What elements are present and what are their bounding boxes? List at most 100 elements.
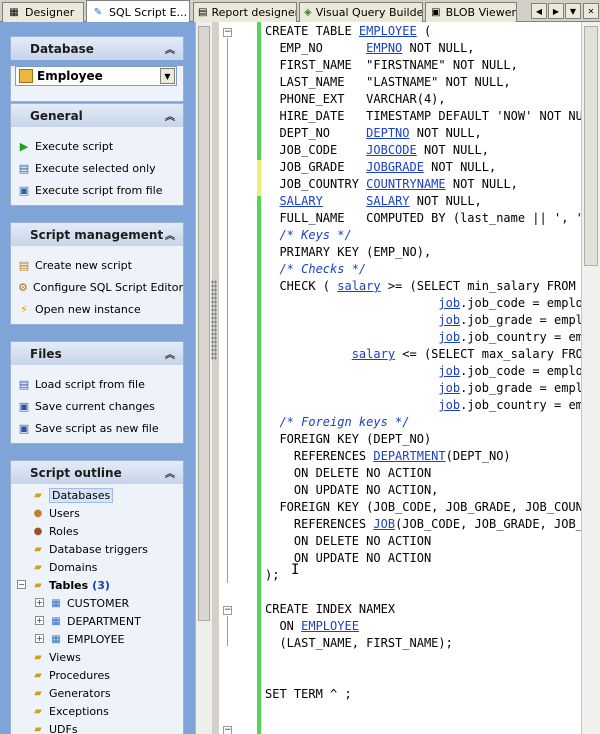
code-link[interactable]: job	[438, 296, 461, 310]
code-link[interactable]: JOB	[373, 517, 396, 531]
code-link[interactable]: salary	[351, 347, 396, 361]
outline-item-exceptions[interactable]: ▰Exceptions	[11, 702, 183, 720]
files-section-header[interactable]: Files ︽	[10, 341, 184, 365]
outline-item-roles[interactable]: ●Roles	[11, 522, 183, 540]
code-line[interactable]: job.job_country = employee.job_country) …	[265, 329, 600, 346]
code-line[interactable]	[265, 703, 600, 720]
code-line[interactable]: /* Keys */	[265, 227, 600, 244]
fold-collapse-icon[interactable]: −	[223, 605, 232, 615]
outline-item-database-triggers[interactable]: ▰Database triggers	[11, 540, 183, 558]
script-management-section-header[interactable]: Script management ︽	[10, 222, 184, 246]
code-line[interactable]	[265, 669, 600, 686]
database-select[interactable]: Employee ▼	[15, 66, 177, 86]
collapse-chevron-icon[interactable]: ︽	[165, 469, 175, 480]
code-line[interactable]: EMP_NO EMPNO NOT NULL,	[265, 40, 600, 57]
tab-designer[interactable]: ▦Designer	[2, 2, 84, 22]
code-line[interactable]: CREATE INDEX NAMEX	[265, 601, 600, 618]
code-line[interactable]: );	[265, 567, 600, 584]
code-line[interactable]: job.job_code = employee.job_code AND	[265, 363, 600, 380]
collapse-chevron-icon[interactable]: ︽	[165, 350, 175, 361]
tab-list-button[interactable]: ▼	[565, 3, 581, 19]
code-link[interactable]: JOBCODE	[366, 143, 417, 157]
save-script-as-new-file-item[interactable]: ▣Save script as new file	[18, 421, 159, 435]
collapse-chevron-icon[interactable]: ︽	[165, 112, 175, 123]
execute-selected-only-item[interactable]: ▤Execute selected only	[18, 161, 156, 175]
code-line[interactable]: REFERENCES DEPARTMENT(DEPT_NO)	[265, 448, 600, 465]
code-line[interactable]: JOB_GRADE JOBGRADE NOT NULL,	[265, 159, 600, 176]
tab-visual-query-builder[interactable]: ◈Visual Query Builder	[299, 2, 423, 22]
outline-item-domains[interactable]: ▰Domains	[11, 558, 183, 576]
code-line[interactable]: JOB_CODE JOBCODE NOT NULL,	[265, 142, 600, 159]
load-script-from-file-item[interactable]: ▤Load script from file	[18, 377, 145, 391]
tab-report-designer[interactable]: ▤Report designer	[193, 2, 297, 22]
sql-editor[interactable]: − − − CREATE TABLE EMPLOYEE ( EMP_NO EMP…	[219, 22, 600, 734]
code-line[interactable]: HIRE_DATE TIMESTAMP DEFAULT 'NOW' NOT NU…	[265, 108, 600, 125]
code-line[interactable]: salary <= (SELECT max_salary FROM job WH…	[265, 346, 600, 363]
code-link[interactable]: JOBGRADE	[366, 160, 424, 174]
code-link[interactable]: DEPTNO	[366, 126, 410, 140]
navigation-scrollbar[interactable]	[195, 22, 212, 734]
code-line[interactable]: SALARY SALARY NOT NULL,	[265, 193, 600, 210]
code-link[interactable]: DEPARTMENT	[373, 449, 446, 463]
editor-scrollbar-thumb[interactable]	[584, 26, 598, 266]
code-line[interactable]: /* Foreign keys */	[265, 414, 600, 431]
tab-blob-viewer[interactable]: ▣BLOB Viewer	[425, 2, 517, 22]
code-link[interactable]: COUNTRYNAME	[366, 177, 446, 191]
outline-item-procedures[interactable]: ▰Procedures	[11, 666, 183, 684]
close-tab-button[interactable]: ✕	[583, 3, 599, 19]
expand-tree-icon[interactable]: +	[35, 598, 44, 607]
outline-item-views[interactable]: ▰Views	[11, 648, 183, 666]
execute-script-from-file-item[interactable]: ▣Execute script from file	[18, 183, 163, 197]
code-line[interactable]: FIRST_NAME "FIRSTNAME" NOT NULL,	[265, 57, 600, 74]
tab-scroll-right-button[interactable]: ▶	[548, 3, 564, 19]
code-line[interactable]: job.job_code = employee.job_code AND	[265, 295, 600, 312]
code-link[interactable]: job	[438, 313, 461, 327]
code-line[interactable]: CREATE TABLE EMPLOYEE (	[265, 23, 600, 40]
splitter-grip[interactable]	[211, 280, 217, 360]
code-link[interactable]: job	[438, 398, 461, 412]
code-line[interactable]: job.job_grade = employee.job_grade AND	[265, 380, 600, 397]
code-line[interactable]: LAST_NAME "LASTNAME" NOT NULL,	[265, 74, 600, 91]
code-line[interactable]: job.job_grade = employee.job_grade AND	[265, 312, 600, 329]
outline-item-department[interactable]: + ▦DEPARTMENT	[35, 614, 141, 628]
database-section-header[interactable]: Database ︽	[10, 36, 184, 60]
expand-tree-icon[interactable]: +	[35, 616, 44, 625]
tab-scroll-left-button[interactable]: ◀	[531, 3, 547, 19]
general-section-header[interactable]: General ︽	[10, 103, 184, 127]
outline-item-customer[interactable]: + ▦CUSTOMER	[35, 596, 130, 610]
code-line[interactable]: FOREIGN KEY (DEPT_NO)	[265, 431, 600, 448]
open-new-instance-item[interactable]: ⚡Open new instance	[11, 298, 183, 320]
code-link[interactable]: job	[438, 330, 461, 344]
code-link[interactable]: SALARY	[279, 194, 323, 208]
collapse-chevron-icon[interactable]: ︽	[165, 231, 175, 242]
code-link[interactable]: EMPLOYEE	[358, 24, 417, 38]
code-line[interactable]: FULL_NAME COMPUTED BY (last_name || ', '…	[265, 210, 600, 227]
code-link[interactable]: SALARY	[366, 194, 410, 208]
code-link[interactable]: salary	[337, 279, 381, 293]
code-line[interactable]: REFERENCES JOB(JOB_CODE, JOB_GRADE, JOB_…	[265, 516, 600, 533]
configure-sql-script-editor-item[interactable]: ⚙Configure SQL Script Editor	[18, 280, 183, 294]
code-line[interactable]: DEPT_NO DEPTNO NOT NULL,	[265, 125, 600, 142]
code-line[interactable]: PHONE_EXT VARCHAR(4),	[265, 91, 600, 108]
outline-item-databases[interactable]: ▰Databases	[11, 486, 183, 504]
tab-sql-script-editor[interactable]: ✎SQL Script E...	[86, 0, 190, 23]
code-line[interactable]: ON UPDATE NO ACTION	[265, 550, 600, 567]
code-line[interactable]: PRIMARY KEY (EMP_NO),	[265, 244, 600, 261]
code-line[interactable]	[265, 652, 600, 669]
execute-script-item[interactable]: ▶Execute script	[11, 135, 183, 157]
outline-item-udfs[interactable]: ▰UDFs	[11, 720, 183, 734]
save-current-changes-item[interactable]: ▣Save current changes	[18, 399, 155, 413]
outline-item-tables[interactable]: − ▰Tables(3)	[17, 578, 110, 592]
outline-item-generators[interactable]: ▰Generators	[11, 684, 183, 702]
expand-tree-icon[interactable]: +	[35, 634, 44, 643]
code-link[interactable]: job	[438, 381, 461, 395]
code-line[interactable]: ON DELETE NO ACTION	[265, 533, 600, 550]
sql-code[interactable]: CREATE TABLE EMPLOYEE ( EMP_NO EMPNO NOT…	[265, 23, 600, 734]
collapse-chevron-icon[interactable]: ︽	[165, 45, 175, 56]
fold-collapse-icon[interactable]: −	[223, 27, 232, 37]
navigation-scrollbar-thumb[interactable]	[198, 26, 210, 621]
dropdown-arrow-icon[interactable]: ▼	[160, 68, 175, 84]
create-new-script-item[interactable]: ▤Create new script	[18, 258, 132, 272]
code-line[interactable]: (LAST_NAME, FIRST_NAME);	[265, 635, 600, 652]
code-link[interactable]: EMPNO	[366, 41, 403, 55]
